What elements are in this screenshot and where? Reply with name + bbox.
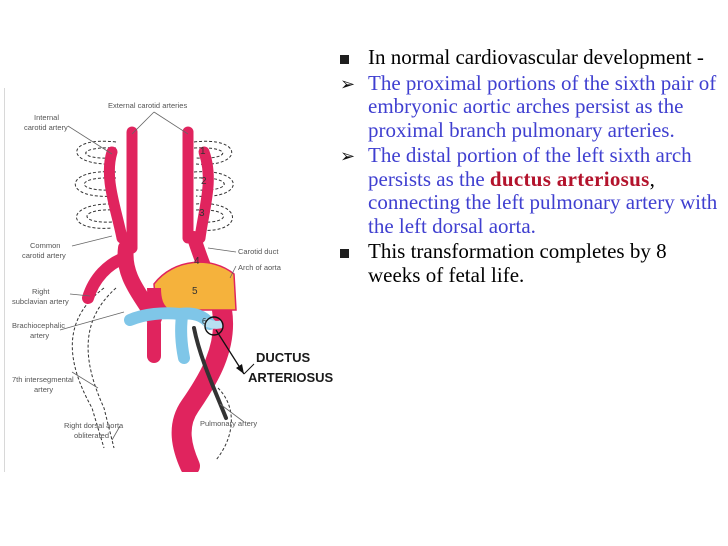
label-right-dorsal-1: Right dorsal aorta: [64, 421, 124, 430]
square-bullet-icon: [340, 46, 349, 70]
ductus-arteriosus-term: ductus arteriosus: [489, 166, 650, 191]
arch-number-3: 3: [199, 208, 205, 219]
pulmonary-arteries: [124, 307, 216, 364]
label-common-carotid-1: Common: [30, 241, 60, 250]
arch-number-6: 6: [202, 317, 207, 326]
bullet-text: In normal cardiovascular development -: [368, 45, 704, 69]
label-internal-carotid-1: Internal: [34, 113, 59, 122]
aortic-arch-diagram: 1 2 3 4 5 6 External carotid arteries In…: [4, 88, 349, 472]
bullet-item: In normal cardiovascular development -: [338, 45, 724, 70]
label-carotid-duct: Carotid duct: [238, 247, 279, 256]
bullet-text: connecting the left pulmonary artery wit…: [368, 190, 718, 238]
bullet-text: The distal portion of the left sixth arc…: [368, 143, 692, 191]
label-ductus: DUCTUS: [256, 350, 310, 365]
label-external-carotid: External carotid arteries: [108, 101, 187, 110]
bullet-item: ➢ The proximal portions of the sixth pair…: [338, 70, 724, 143]
arrow-bullet-icon: ➢: [340, 146, 356, 166]
label-arch-of-aorta: Arch of aorta: [238, 263, 282, 272]
label-right-subclavian-1: Right: [32, 287, 50, 296]
arch-number-4: 4: [194, 256, 200, 267]
label-right-dorsal-2: obliterated: [74, 431, 109, 440]
label-internal-carotid-2: carotid artery: [24, 123, 68, 132]
ductus-arteriosus-vessel: [202, 318, 224, 329]
bullet-text: ,: [649, 166, 655, 191]
bullet-item: This transformation completes by 8 weeks…: [338, 239, 724, 287]
label-arteriosus: ARTERIOSUS: [248, 370, 334, 385]
label-pulmonary-artery: Pulmonary artery: [200, 419, 257, 428]
label-brachiocephalic-1: Brachiocephalic: [12, 321, 65, 330]
bullet-text: The proximal portions of the sixth pair …: [368, 70, 717, 142]
arch-number-2: 2: [201, 176, 207, 187]
arch-number-5: 5: [192, 286, 198, 297]
label-intersegmental-1: 7th intersegmental: [12, 375, 74, 384]
label-right-subclavian-2: subclavian artery: [12, 297, 69, 306]
arch-of-aorta-shape: [153, 261, 237, 311]
arrow-bullet-icon: ➢: [340, 73, 356, 94]
arch-number-1: 1: [200, 146, 206, 157]
bullet-text: This transformation completes by 8 weeks…: [368, 239, 667, 287]
pointer-lines: [59, 111, 245, 441]
label-brachiocephalic-2: artery: [30, 331, 49, 340]
ductus-circle: [204, 316, 224, 336]
label-intersegmental-2: artery: [34, 385, 53, 394]
label-common-carotid-2: carotid artery: [22, 251, 66, 260]
square-bullet-icon: [340, 240, 349, 264]
bullet-list: In normal cardiovascular development - ➢ T…: [338, 45, 724, 289]
bullet-item: ➢ The distal portion of the left sixth ar…: [338, 143, 724, 238]
